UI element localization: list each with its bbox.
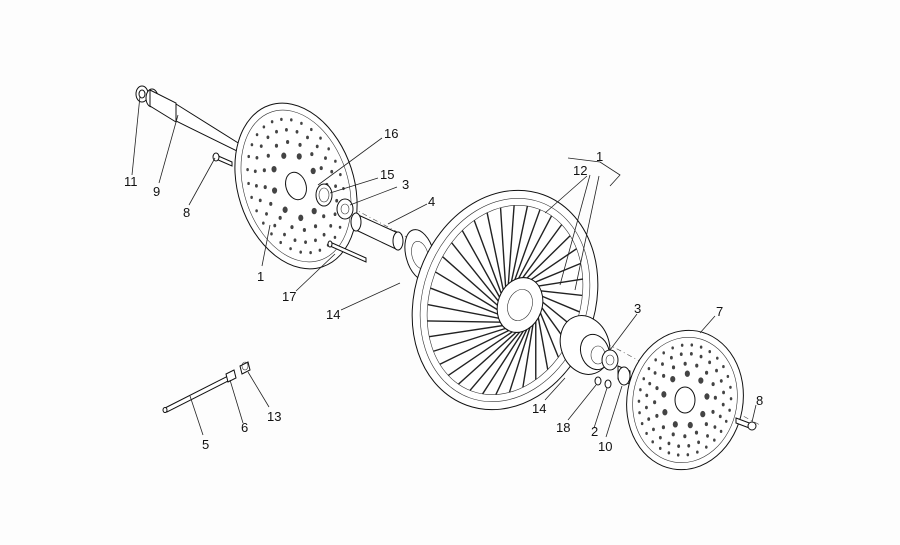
callout-12: 12 <box>573 163 587 178</box>
callout-11: 11 <box>124 174 138 189</box>
callout-15: 15 <box>380 167 394 182</box>
disc-bolt-left <box>212 152 233 167</box>
callout-14-left: 14 <box>326 307 340 322</box>
callout-1-right: 1 <box>596 149 603 164</box>
axle-nut <box>135 85 149 103</box>
callout-18: 18 <box>556 420 570 435</box>
callout-8-left: 8 <box>183 205 190 220</box>
disc-bolt-right <box>735 417 757 431</box>
spacer-tube <box>350 212 404 251</box>
pin <box>327 240 367 263</box>
brake-disc-right <box>626 329 744 471</box>
callout-3-right: 3 <box>634 301 641 316</box>
callout-labels: 11 9 8 1 16 15 3 4 17 14 12 1 3 7 8 14 1… <box>124 126 763 454</box>
callout-1-left: 1 <box>257 269 264 284</box>
callout-9: 9 <box>153 184 160 199</box>
washer <box>594 376 612 389</box>
spoke-nut <box>239 361 251 375</box>
spoked-wheel <box>411 189 599 411</box>
callout-7: 7 <box>716 304 723 319</box>
callout-8-right: 8 <box>756 393 763 408</box>
spoke-nipple <box>225 369 237 383</box>
callout-13: 13 <box>267 409 281 424</box>
callout-5: 5 <box>202 437 209 452</box>
bearing-left <box>336 198 354 220</box>
spoke-part <box>162 375 231 413</box>
callout-6: 6 <box>241 420 248 435</box>
callout-2: 2 <box>591 424 598 439</box>
callout-17: 17 <box>282 289 296 304</box>
seal <box>315 183 333 207</box>
callout-14-right: 14 <box>532 401 546 416</box>
callout-4: 4 <box>428 194 435 209</box>
spacer-right <box>617 365 631 386</box>
callout-3-left: 3 <box>402 177 409 192</box>
callout-16: 16 <box>384 126 398 141</box>
callout-10: 10 <box>598 439 612 454</box>
bearing-right <box>601 349 619 371</box>
axle <box>145 88 248 156</box>
leader-lines <box>131 95 757 438</box>
